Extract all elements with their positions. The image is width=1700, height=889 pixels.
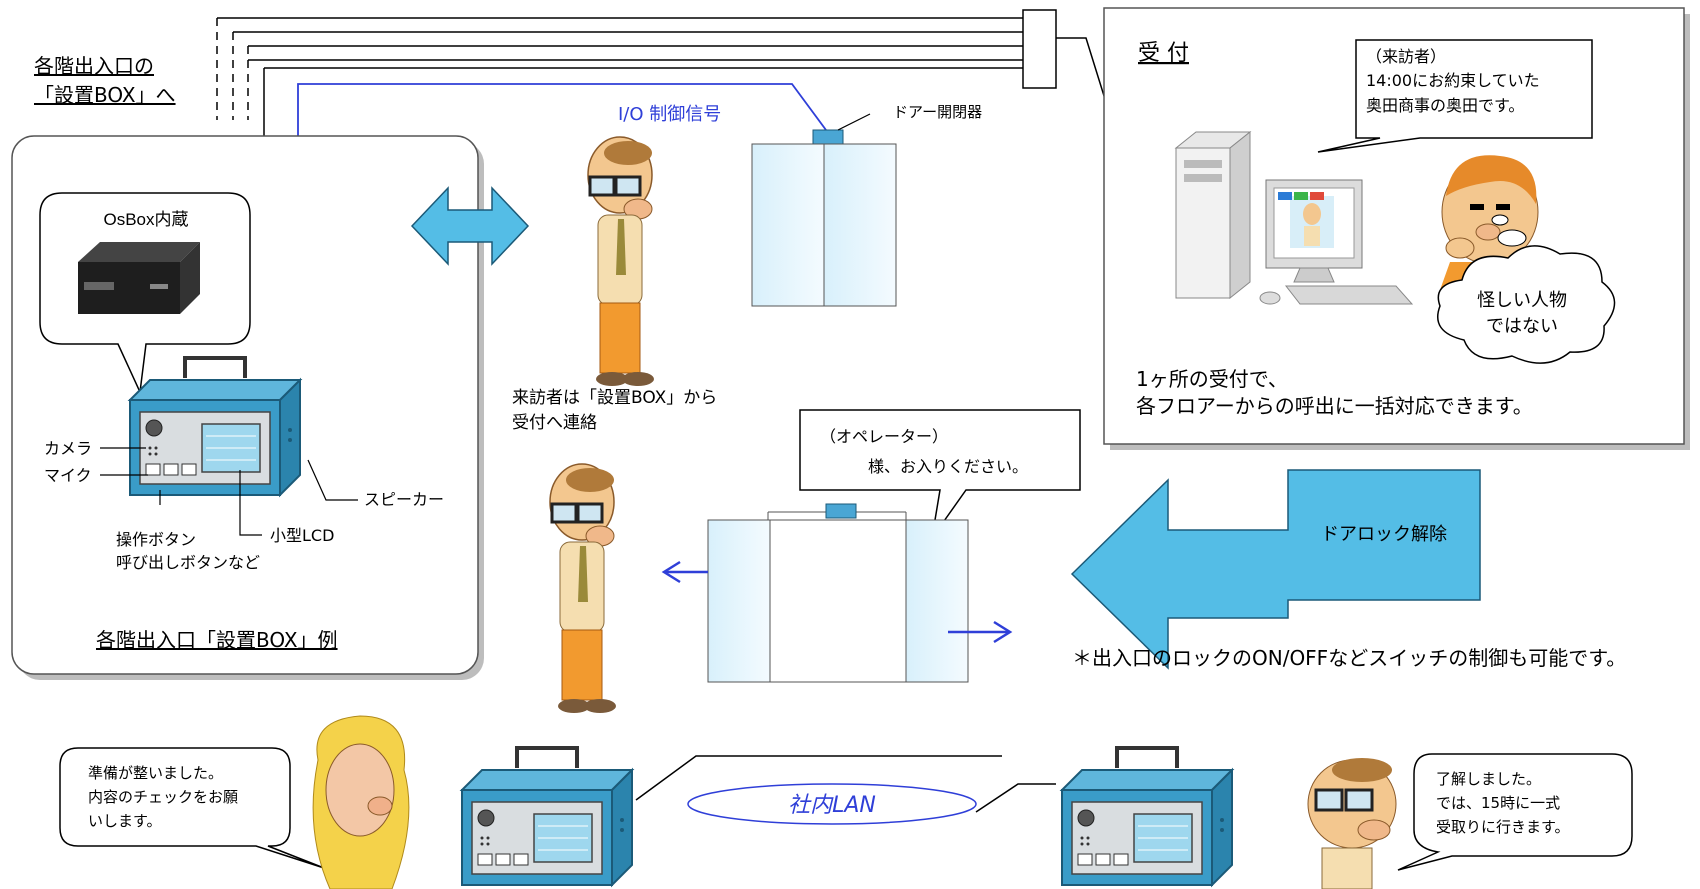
door-open bbox=[707, 503, 969, 683]
switch-control-note: ＊出入口のロックのON/OFFなどスイッチの制御も可能です。 bbox=[1072, 646, 1626, 670]
operator-bubble-line2: 様、お入りください。 bbox=[868, 457, 1028, 476]
woman-figure bbox=[312, 715, 410, 889]
lan-link-left bbox=[635, 755, 1002, 801]
left-bubble-line2: 内容のチェックをお願 bbox=[88, 788, 238, 806]
lan-box-right bbox=[1060, 746, 1234, 887]
operator-speech-bubble bbox=[799, 409, 1081, 539]
thought-cloud bbox=[1437, 245, 1616, 364]
thought-dot-large bbox=[1497, 229, 1527, 247]
reception-caption-line1: 1ヶ所の受付で、 bbox=[1136, 367, 1288, 391]
buttons-label-line1: 操作ボタン bbox=[116, 530, 196, 549]
door-unlock-label: ドアロック解除 bbox=[1321, 524, 1447, 545]
double-arrow bbox=[410, 186, 530, 266]
floor-link-line1: 各階出入口の bbox=[34, 54, 154, 78]
floor-link-line2: 「設置BOX」へ bbox=[34, 83, 176, 107]
lan-box-left bbox=[460, 746, 634, 887]
door-closed bbox=[751, 143, 897, 307]
operator-bubble-line1: （オペレーター） bbox=[820, 427, 948, 446]
visitor-bubble-line1: （来訪者） bbox=[1366, 47, 1446, 66]
right-bubble-line2: では、15時に一式 bbox=[1436, 794, 1560, 812]
lan-ellipse bbox=[687, 783, 977, 825]
visitor-speech-bubble bbox=[1317, 39, 1593, 153]
thought-dot-small bbox=[1491, 214, 1509, 226]
thought-line1: 怪しい人物 bbox=[1477, 290, 1567, 311]
door-open-arrows bbox=[661, 560, 1013, 644]
io-signal-label: I/O 制御信号 bbox=[618, 104, 721, 125]
installation-box-caption: 各階出入口「設置BOX」例 bbox=[96, 628, 338, 652]
right-bubble-line1: 了解しました。 bbox=[1436, 770, 1541, 788]
network-hub bbox=[1022, 9, 1057, 89]
left-bubble-line3: いします。 bbox=[88, 812, 162, 830]
lan-link-right bbox=[975, 783, 1056, 813]
buttons-label-line2: 呼び出しボタンなど bbox=[116, 553, 260, 572]
lcd-label: 小型LCD bbox=[270, 526, 334, 545]
mic-label: マイク bbox=[44, 466, 92, 485]
lan-label: 社内LAN bbox=[788, 793, 876, 818]
man-figure-right bbox=[1307, 758, 1397, 889]
osbox-device-image bbox=[78, 242, 200, 314]
door-opener-leader bbox=[837, 113, 871, 131]
left-speech-bubble bbox=[59, 747, 325, 869]
reception-caption-line2: 各フロアーからの呼出に一括対応できます。 bbox=[1136, 394, 1533, 418]
visitor-bubble-line3: 奥田商事の奥田です。 bbox=[1366, 96, 1524, 115]
reception-computer bbox=[1174, 130, 1414, 305]
camera-label: カメラ bbox=[44, 439, 92, 458]
visitor-note-line2: 受付へ連絡 bbox=[512, 413, 597, 433]
left-bubble-line1: 準備が整いました。 bbox=[88, 764, 223, 782]
speaker-label: スピーカー bbox=[364, 490, 444, 509]
osbox-bubble-label: OsBox内蔵 bbox=[103, 210, 188, 229]
visitor-figure-lower bbox=[548, 462, 618, 715]
visitor-figure-upper bbox=[586, 135, 656, 388]
door-unlock-arrow bbox=[1070, 469, 1481, 670]
door-opener-label: ドアー開閉器 bbox=[893, 103, 982, 121]
right-bubble-line3: 受取りに行きます。 bbox=[1436, 818, 1570, 836]
right-speech-bubble bbox=[1397, 753, 1633, 871]
callout-lines bbox=[100, 447, 358, 536]
door-opener-device bbox=[812, 129, 844, 145]
thought-line2: ではない bbox=[1486, 316, 1558, 337]
visitor-bubble-line2: 14:00にお約束していた bbox=[1366, 71, 1540, 90]
visitor-note-line1: 来訪者は「設置BOX」から bbox=[512, 388, 717, 408]
reception-title: 受 付 bbox=[1138, 41, 1189, 66]
